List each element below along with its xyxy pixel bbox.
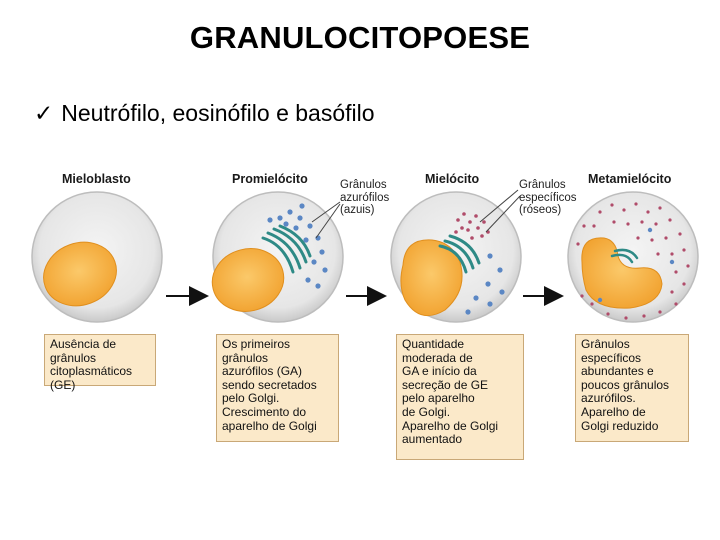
azurophil-granules-label: Grânulos azurófilos (azuis): [340, 179, 390, 216]
promyelocyte-cell: [211, 191, 344, 323]
specific-granules: [454, 212, 490, 240]
azurophil-granules: [597, 227, 675, 303]
stage-name-myelocyte: Mielócito: [425, 172, 480, 186]
description-box-myeloblast: Ausência de grânulos citoplasmáticos (GE…: [44, 334, 156, 391]
description-box-promyelocyte: Os primeiros grânulos azurófilos (GA) se…: [216, 334, 339, 442]
specific-granules: [576, 202, 690, 320]
specific-leader-lines: [479, 189, 521, 233]
stage-name-promyelocyte: Promielócito: [232, 172, 308, 186]
stage-name-myeloblast: Mieloblasto: [62, 172, 131, 186]
description-box-myelocyte: Quantidade moderada de GA e início da se…: [396, 334, 524, 460]
azurophil-granules: [465, 253, 505, 315]
page-title: GRANULOCITOPOESE: [189, 20, 531, 55]
check-icon: ✓: [34, 100, 54, 126]
stage-name-metamyelocyte: Metamielócito: [588, 172, 672, 186]
bullet-text: Neutrófilo, eosinófilo e basófilo: [61, 100, 375, 126]
azurophil-granules: [267, 203, 328, 289]
bullet-line: ✓ Neutrófilo, eosinófilo e basófilo: [34, 100, 375, 127]
golgi-apparatus: [261, 224, 312, 274]
golgi-apparatus: [610, 248, 639, 264]
myelocyte-cell: [390, 191, 522, 323]
myeloblast-cell: [31, 191, 163, 323]
golgi-apparatus: [438, 234, 481, 274]
specific-granules-label: Grânulos específicos (róseos): [519, 179, 577, 216]
metamyelocyte-cell: [567, 191, 699, 323]
azurophil-leader-lines: [311, 201, 341, 239]
description-box-metamyelocyte: Grânulos específicos abundantes e poucos…: [575, 334, 689, 442]
